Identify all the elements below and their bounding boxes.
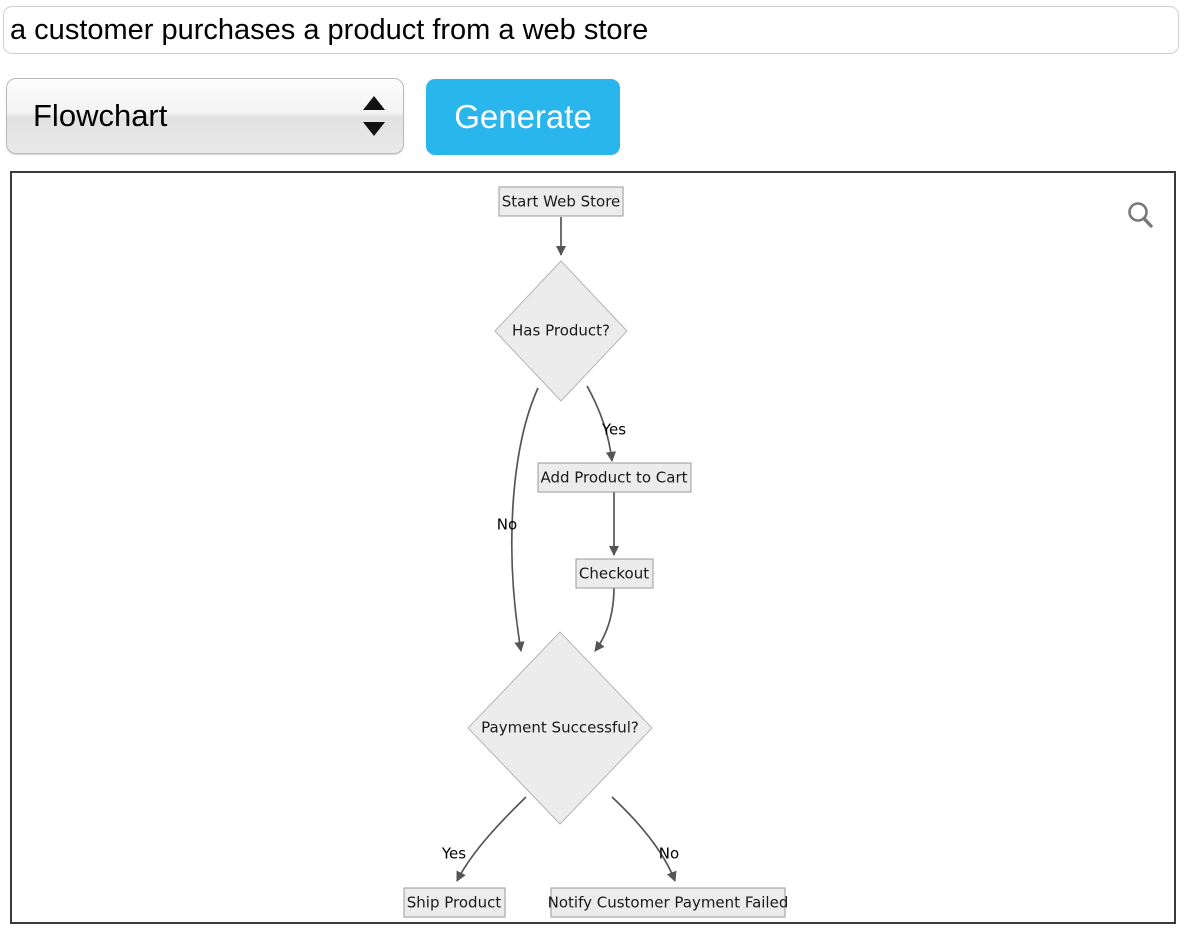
prompt-input[interactable] (3, 6, 1179, 54)
node-label-has-product: Has Product? (512, 322, 610, 340)
node-add-product-to-cart[interactable]: Add Product to Cart (537, 462, 692, 493)
node-label-payment-successful: Payment Successful? (481, 719, 639, 737)
diagram-type-select[interactable]: Flowchart (6, 78, 404, 154)
chevron-up-icon (363, 96, 385, 110)
search-icon[interactable] (1124, 199, 1158, 233)
diagram-canvas: Yes No Yes No Start Web Store Has Produ (10, 171, 1176, 924)
node-label-notify-customer-payment-failed: Notify Customer Payment Failed (548, 894, 789, 912)
edge-hasprod-to-payok: No (497, 387, 539, 653)
edge-payok-to-notify: No (611, 796, 679, 882)
node-start-web-store[interactable]: Start Web Store (498, 186, 624, 217)
edge-label-yes-payment: Yes (441, 845, 466, 863)
generate-button[interactable]: Generate (426, 79, 620, 155)
node-notify-customer-payment-failed[interactable]: Notify Customer Payment Failed (548, 887, 789, 918)
node-has-product[interactable]: Has Product? (494, 260, 628, 402)
edge-payok-to-ship: Yes (441, 796, 527, 882)
flowchart-graph: Yes No Yes No Start Web Store Has Produ (403, 186, 789, 918)
diagram-type-value: Flowchart (33, 98, 168, 133)
edge-label-no-payment: No (659, 845, 679, 863)
chevron-down-icon (363, 122, 385, 136)
node-ship-product[interactable]: Ship Product (403, 887, 506, 918)
node-label-ship-product: Ship Product (407, 894, 502, 912)
edge-label-yes-hasproduct: Yes (601, 421, 626, 439)
node-label-checkout: Checkout (579, 565, 649, 583)
node-checkout[interactable]: Checkout (575, 558, 654, 589)
edge-checkout-to-payok (594, 586, 615, 652)
node-label-add-product-to-cart: Add Product to Cart (540, 469, 687, 487)
node-payment-successful[interactable]: Payment Successful? (467, 631, 653, 825)
stepper-arrows-icon[interactable] (363, 95, 385, 137)
edge-label-no-hasproduct: No (497, 516, 517, 534)
edge-hasprod-to-addcart: Yes (586, 385, 626, 463)
node-label-start-web-store: Start Web Store (502, 193, 621, 211)
